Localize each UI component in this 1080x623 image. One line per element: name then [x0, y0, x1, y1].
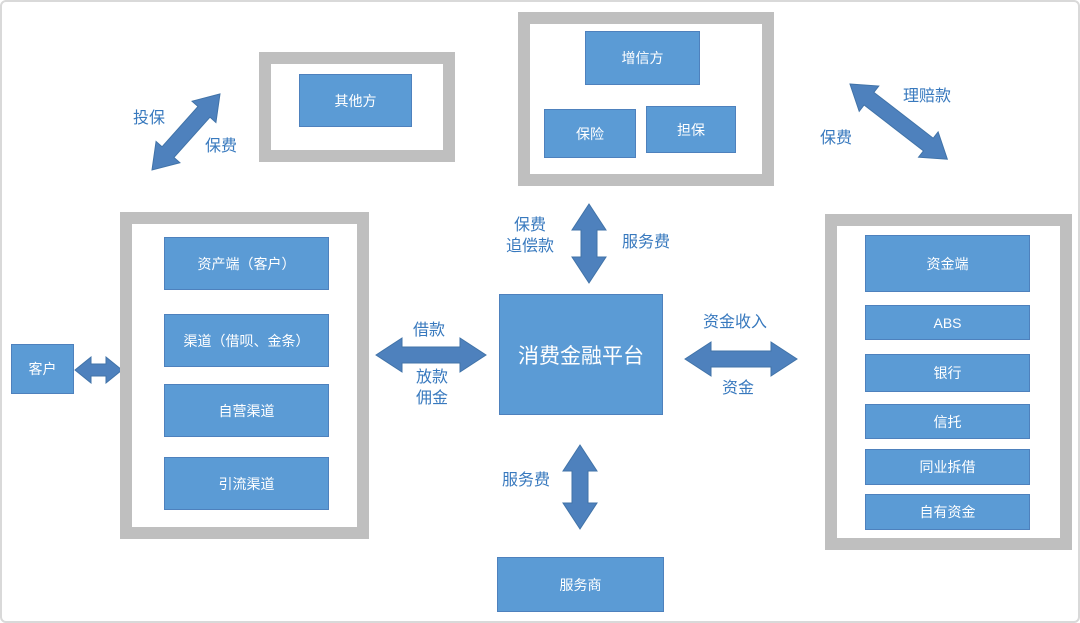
arrow-credit-platform	[571, 203, 607, 284]
node-own-funds: 自有资金	[865, 494, 1030, 530]
node-funding-side: 资金端	[865, 235, 1030, 292]
flow-label-borrow: 借款	[413, 322, 446, 339]
node-platform: 消费金融平台	[499, 294, 663, 415]
flow-label-insure: 投保	[133, 110, 166, 127]
node-credit-enhancer: 增信方	[585, 31, 700, 85]
node-interbank-lending: 同业拆借	[865, 449, 1030, 485]
flow-label-premium-recourse: 保费 追偿款	[496, 215, 564, 257]
flow-label-premium-topleft: 保费	[205, 138, 238, 155]
flow-label-service-fee-top: 服务费	[622, 234, 671, 251]
flow-label-premium-recourse-line2: 追偿款	[505, 238, 554, 255]
node-service-provider: 服务商	[497, 557, 664, 612]
node-self-channel: 自营渠道	[164, 384, 329, 437]
node-abs: ABS	[865, 305, 1030, 340]
node-bank: 银行	[865, 354, 1030, 392]
node-guarantee: 担保	[646, 106, 736, 153]
arrow-insure-premium	[151, 93, 221, 171]
flow-label-funding-income: 资金收入	[703, 314, 768, 331]
arrow-platform-service	[562, 444, 598, 530]
node-channel: 渠道（借呗、金条）	[164, 314, 329, 367]
flow-label-premium-topright: 保费	[820, 130, 853, 147]
group-credit-enhancement: 增信方 保险 担保	[518, 12, 774, 186]
node-asset-side: 资产端（客户）	[164, 237, 329, 290]
group-funding-side: 资金端 ABS 银行 信托 同业拆借 自有资金	[825, 214, 1072, 550]
flow-label-service-fee-bottom: 服务费	[502, 472, 551, 489]
arrow-customer-asset	[74, 355, 123, 385]
flow-label-disburse-line2: 佣金	[415, 390, 448, 407]
flow-label-claims: 理赔款	[903, 88, 952, 105]
flow-label-premium-recourse-line1: 保费	[513, 217, 546, 234]
node-customer: 客户	[11, 344, 74, 394]
node-insurance: 保险	[544, 109, 636, 158]
flow-label-funding: 资金	[722, 380, 755, 397]
flow-label-disburse: 放款 佣金	[404, 367, 460, 409]
flow-label-disburse-line1: 放款	[415, 369, 448, 386]
group-asset-side: 资产端（客户） 渠道（借呗、金条） 自营渠道 引流渠道	[120, 212, 369, 539]
arrow-funding	[684, 341, 798, 377]
node-other-party: 其他方	[299, 74, 412, 127]
group-other-party: 其他方	[259, 52, 455, 162]
node-traffic-channel: 引流渠道	[164, 457, 329, 510]
node-trust: 信托	[865, 404, 1030, 439]
